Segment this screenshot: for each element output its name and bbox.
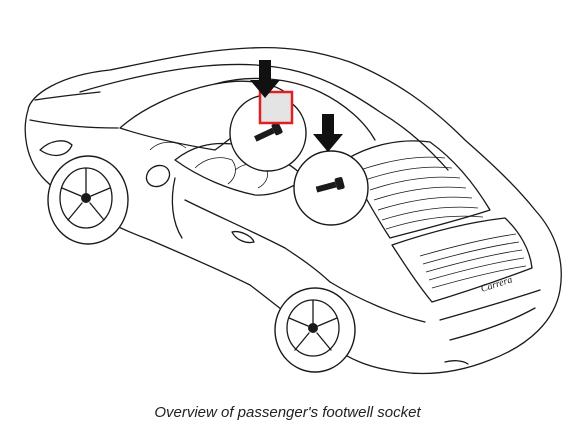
engine-lid-grille (419, 233, 527, 289)
front-wheel (47, 155, 129, 245)
screw-icon (315, 177, 345, 193)
rear-wheel (274, 287, 356, 373)
down-arrow-icon (250, 60, 280, 98)
screw-icon (254, 122, 283, 142)
down-arrow-icon (313, 114, 343, 152)
figure-caption: Overview of passenger's footwell socket (154, 404, 421, 421)
rear-window-defroster-lines (359, 156, 484, 230)
car-body: Carrera (24, 46, 562, 375)
detail-circle-lower (293, 150, 369, 226)
